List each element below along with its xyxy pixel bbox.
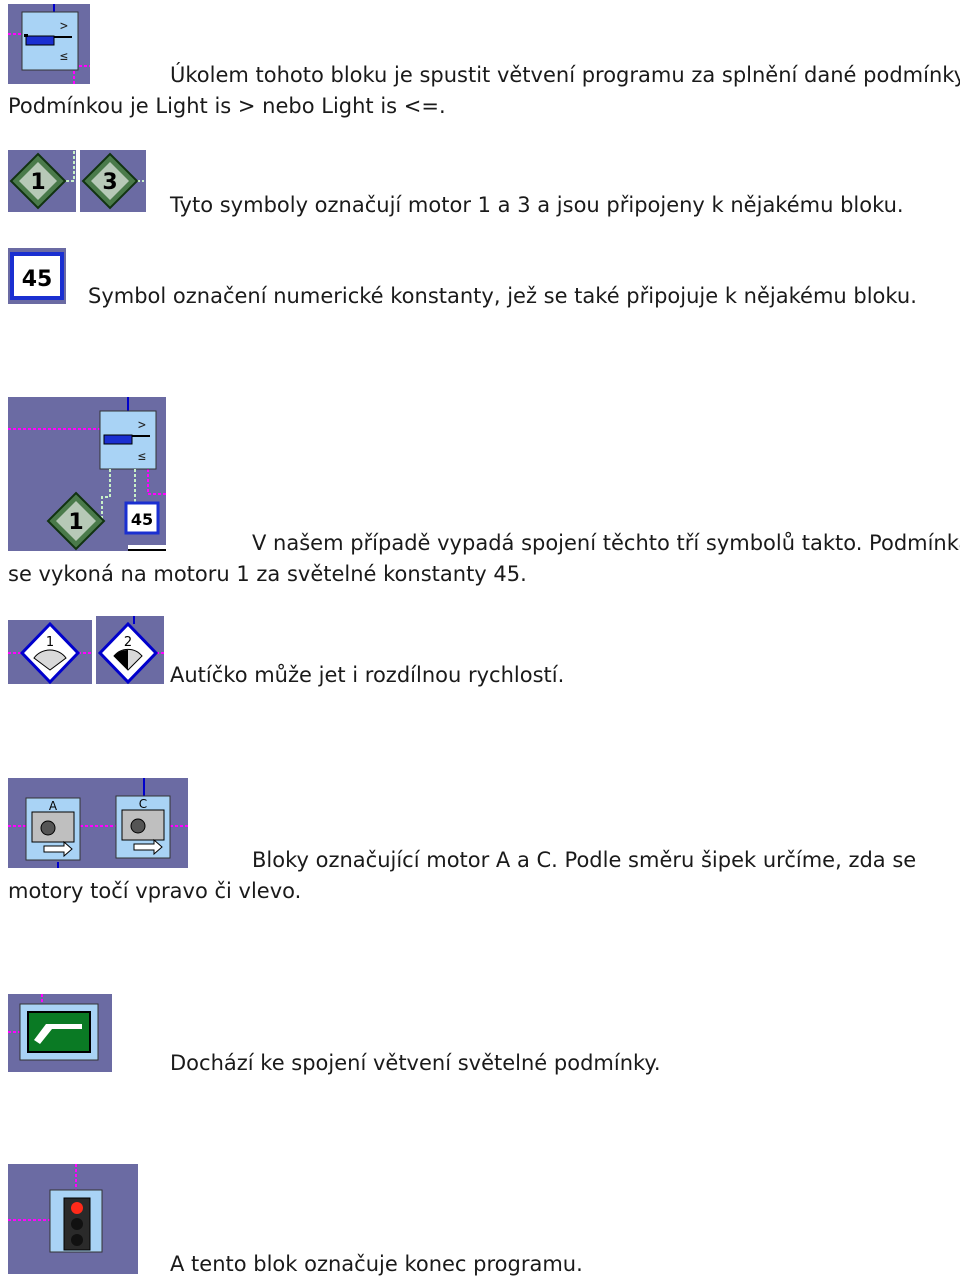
para-2: Tyto symboly označují motor 1 a 3 a jsou… [170, 193, 904, 217]
svg-text:A: A [49, 799, 58, 813]
para-7: Dochází ke spojení větvení světelné podm… [170, 1051, 661, 1075]
svg-text:1: 1 [46, 635, 54, 650]
motor-3-diamond-icon: 3 [80, 150, 146, 212]
motor-1-diamond-icon: 1 [8, 150, 76, 212]
branch-gt-glyph: > [60, 19, 68, 34]
combined-example-icon: > ≤ 1 45 [8, 397, 166, 551]
svg-text:>: > [138, 418, 146, 433]
para-6-line-1: Bloky označující motor A a C. Podle směr… [252, 848, 917, 872]
speed-1-icon: 1 [8, 620, 92, 684]
svg-text:1: 1 [68, 510, 83, 535]
para-1-line-2: Podmínkou je Light is > nebo Light is <=… [8, 94, 446, 118]
para-1-line-1: Úkolem tohoto bloku je spustit větvení p… [170, 63, 960, 87]
program-end-icon [8, 1164, 138, 1274]
branch-le-glyph: ≤ [60, 49, 68, 64]
speed-2-icon: 2 [96, 616, 164, 684]
light-branch-block-icon: > ≤ [8, 4, 90, 84]
svg-text:3: 3 [102, 170, 117, 195]
para-5: Autíčko může jet i rozdílnou rychlostí. [170, 663, 565, 687]
svg-text:2: 2 [124, 635, 132, 650]
numeric-constant-icon: 45 [8, 248, 66, 304]
motor-a-c-blocks-icon: A C [8, 778, 188, 868]
para-8: A tento blok označuje konec programu. [170, 1252, 583, 1276]
branch-merge-icon [8, 994, 112, 1072]
svg-text:45: 45 [22, 267, 53, 292]
para-4-line-2: se vykoná na motoru 1 za světelné konsta… [8, 562, 527, 586]
svg-text:45: 45 [131, 510, 153, 529]
svg-text:C: C [139, 797, 147, 811]
para-6-line-2: motory točí vpravo či vlevo. [8, 879, 302, 903]
svg-text:1: 1 [30, 170, 45, 195]
para-3: Symbol označení numerické konstanty, jež… [88, 284, 917, 308]
para-4-line-1: V našem případě vypadá spojení těchto tř… [252, 531, 960, 555]
svg-text:≤: ≤ [138, 449, 146, 464]
